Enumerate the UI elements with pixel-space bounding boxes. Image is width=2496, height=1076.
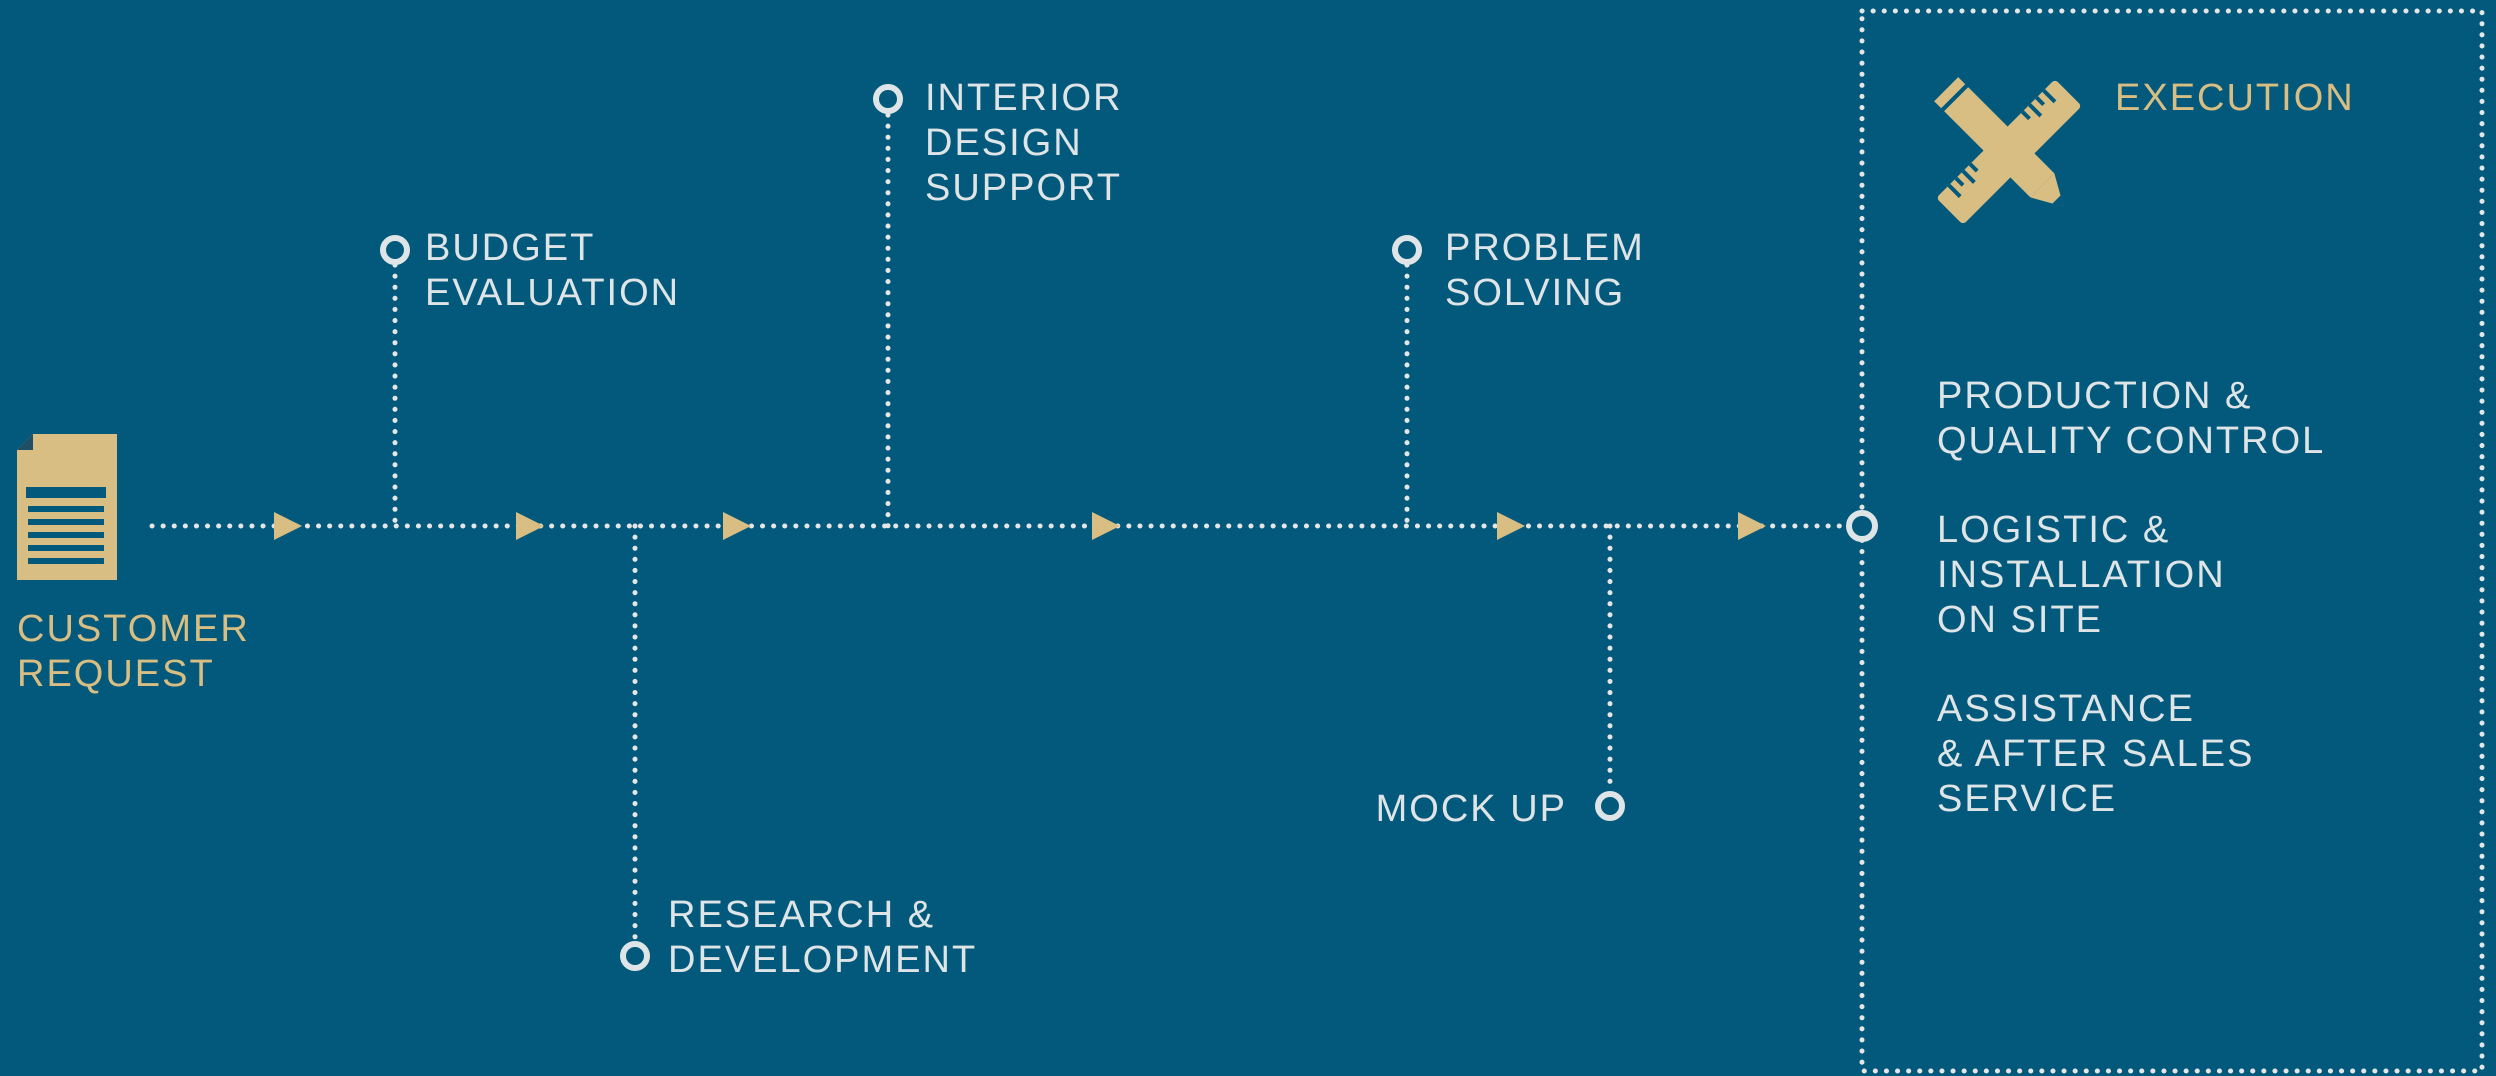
interior-design-support-label: INTERIOR DESIGN SUPPORT bbox=[925, 76, 1123, 211]
flow-arrow bbox=[1738, 512, 1766, 540]
label-line: SOLVING bbox=[1445, 272, 1626, 314]
label-line: BUDGET bbox=[425, 227, 596, 269]
label-line: PROBLEM bbox=[1445, 227, 1645, 269]
label-line: INSTALLATION bbox=[1937, 554, 2226, 596]
mockup-node bbox=[1595, 791, 1625, 821]
execution-node bbox=[1846, 510, 1878, 542]
budget-node bbox=[380, 235, 410, 265]
research-development-label: RESEARCH & DEVELOPMENT bbox=[668, 893, 977, 983]
problem-node bbox=[1392, 235, 1422, 265]
label-line: QUALITY CONTROL bbox=[1937, 420, 2326, 462]
label-line: DEVELOPMENT bbox=[668, 939, 978, 981]
document-form-icon bbox=[17, 434, 117, 580]
mock-up-label: MOCK UP bbox=[1376, 787, 1567, 832]
flow-arrow bbox=[1092, 512, 1120, 540]
pencil-ruler-icon bbox=[1934, 77, 2081, 224]
execution-item-logistic: LOGISTIC & INSTALLATION ON SITE bbox=[1937, 508, 2226, 643]
label-line: DESIGN bbox=[925, 122, 1083, 164]
flow-arrow bbox=[723, 512, 751, 540]
flow-arrow bbox=[516, 512, 544, 540]
label-line: ON SITE bbox=[1937, 599, 2104, 641]
problem-solving-label: PROBLEM SOLVING bbox=[1445, 226, 1645, 316]
flow-arrow bbox=[274, 512, 302, 540]
execution-item-production: PRODUCTION & QUALITY CONTROL bbox=[1937, 374, 2325, 464]
label-line: LOGISTIC & bbox=[1937, 509, 2171, 551]
label-line: SERVICE bbox=[1937, 778, 2118, 820]
label-line: INTERIOR bbox=[925, 77, 1123, 119]
execution-title: EXECUTION bbox=[2115, 76, 2355, 121]
label-line: MOCK UP bbox=[1375, 788, 1567, 830]
label-line: EVALUATION bbox=[425, 272, 681, 314]
execution-item-assistance: ASSISTANCE & AFTER SALES SERVICE bbox=[1937, 687, 2254, 822]
label-line: SUPPORT bbox=[925, 167, 1123, 209]
label-line: RESEARCH & bbox=[668, 894, 936, 936]
label-line: ASSISTANCE bbox=[1937, 688, 2195, 730]
label-line: PRODUCTION & bbox=[1937, 375, 2253, 417]
customer-request-label: CUSTOMER REQUEST bbox=[17, 607, 250, 697]
research-node bbox=[620, 941, 650, 971]
label-line: EXECUTION bbox=[2115, 77, 2355, 119]
flow-arrow bbox=[1497, 512, 1525, 540]
label-line: & AFTER SALES bbox=[1937, 733, 2255, 775]
interior-node bbox=[873, 84, 903, 114]
budget-evaluation-label: BUDGET EVALUATION bbox=[425, 226, 680, 316]
label-line: REQUEST bbox=[17, 653, 215, 695]
label-line: CUSTOMER bbox=[17, 608, 250, 650]
